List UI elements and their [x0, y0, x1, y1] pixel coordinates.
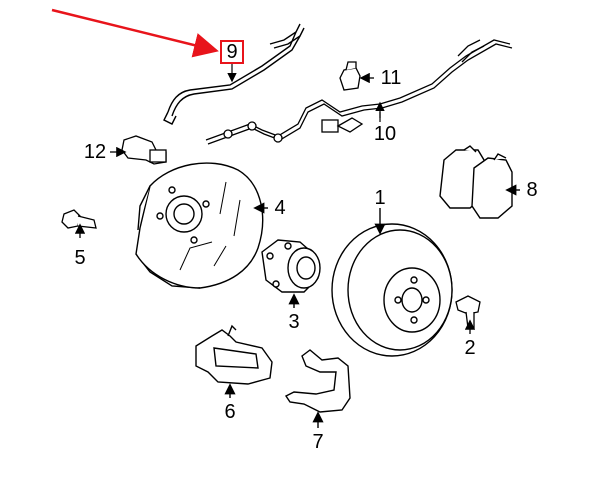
- part-10-sensor-wire[interactable]: [205, 39, 513, 145]
- callout-2: 2: [464, 337, 476, 359]
- part-1-brake-rotor[interactable]: [331, 208, 453, 357]
- part-9-brake-hose[interactable]: [163, 23, 305, 125]
- part-5-bolt[interactable]: [61, 209, 97, 238]
- part-12-abs-sensor[interactable]: [110, 135, 167, 165]
- callout-4: 4: [274, 197, 286, 219]
- part-3-hub-bearing[interactable]: [261, 239, 321, 308]
- part-7-caliper-bracket[interactable]: [284, 349, 351, 428]
- callout-11: 11: [380, 67, 402, 89]
- part-2-bolt[interactable]: [455, 295, 481, 334]
- callout-1: 1: [374, 187, 386, 209]
- highlight-arrow: [51, 8, 219, 58]
- part-11-clip[interactable]: [339, 61, 374, 91]
- part-8-brake-pads[interactable]: [439, 145, 520, 219]
- callout-6: 6: [224, 401, 236, 423]
- callout-9-highlighted: 9: [220, 40, 244, 64]
- callout-12: 12: [83, 141, 107, 163]
- callout-8: 8: [526, 179, 538, 201]
- callout-10: 10: [373, 123, 397, 145]
- callout-5: 5: [74, 247, 86, 269]
- callout-7: 7: [312, 431, 324, 453]
- callout-3: 3: [288, 311, 300, 333]
- part-6-brake-caliper[interactable]: [195, 324, 273, 398]
- part-4-splash-shield[interactable]: [135, 162, 268, 289]
